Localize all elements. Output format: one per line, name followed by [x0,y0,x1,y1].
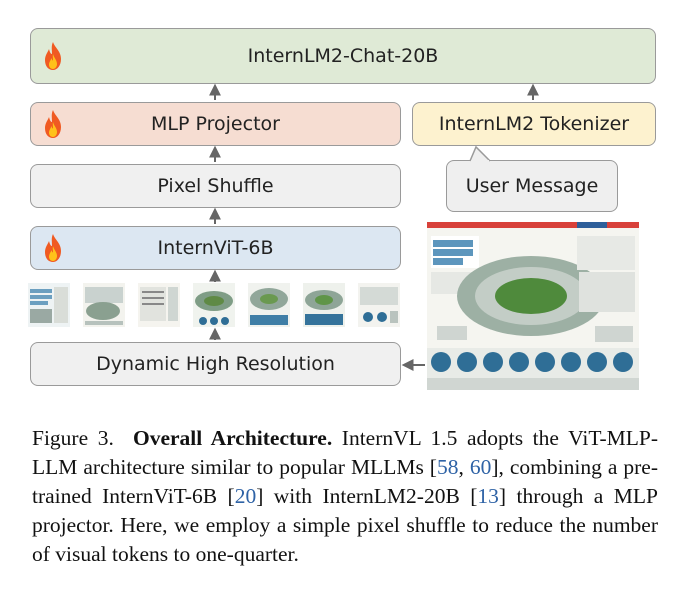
image-tile [28,283,70,327]
figure-caption: Figure 3. Overall Architecture. InternVL… [32,424,658,569]
tokenizer-box: InternLM2 Tokenizer [412,102,656,146]
image-tile [138,283,180,327]
user-message-bubble: User Message [446,160,618,212]
llm-box: InternLM2-Chat-20B [30,28,656,84]
caption-text-2: ], combining a pre-trained InternViT-6B … [32,455,658,508]
dynamic-resolution-label: Dynamic High Resolution [96,353,335,375]
caption-prefix: Figure 3. [32,426,114,450]
infographic-image [427,222,639,390]
image-tiles [28,283,400,327]
bubble-tail [469,145,491,162]
caption-text-4: ] through a MLP projector. Here, we empl… [32,484,658,566]
image-tile [83,283,125,327]
image-tile [193,283,235,327]
pixel-shuffle-label: Pixel Shuffle [157,175,274,197]
dynamic-resolution-box: Dynamic High Resolution [30,342,401,386]
citation-link[interactable]: 58 [436,455,459,479]
caption-title: Overall Architecture. [132,426,333,450]
citation-link[interactable]: 20 [234,484,257,508]
fire-icon [45,42,61,70]
mlp-projector-label: MLP Projector [151,113,280,135]
citation-link[interactable]: 60 [469,455,492,479]
caption-sep-1: , [458,455,470,479]
fire-icon [45,234,61,262]
pixel-shuffle-box: Pixel Shuffle [30,164,401,208]
fire-icon [45,110,61,138]
caption-text-1: InternVL 1.5 adopts the ViT-MLP-LLM arch… [32,426,659,479]
llm-label: InternLM2-Chat-20B [247,45,439,67]
caption-text-3: ] with InternLM2-20B [ [256,484,478,508]
image-tile [303,283,345,327]
tokenizer-label: InternLM2 Tokenizer [438,113,630,135]
image-tile [358,283,400,327]
connectors [209,83,539,371]
mlp-projector-box: MLP Projector [30,102,401,146]
vit-label: InternViT-6B [157,237,274,259]
citation-link[interactable]: 13 [477,484,499,508]
vit-box: InternViT-6B [30,226,401,270]
image-tile [248,283,290,327]
user-message-label: User Message [465,175,599,197]
